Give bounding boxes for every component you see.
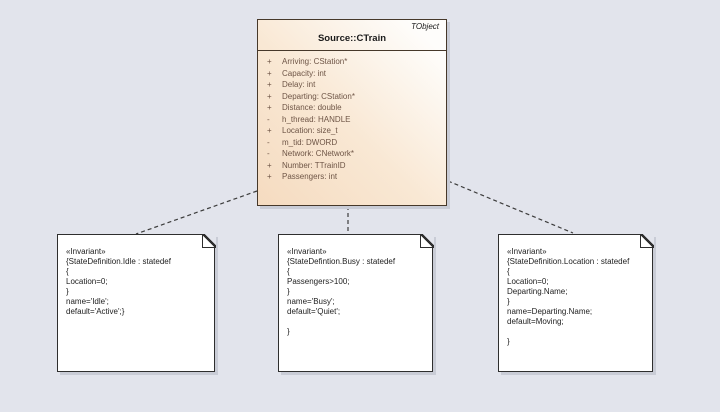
note-stereotype: «Invariant» (287, 247, 327, 256)
attribute-row[interactable]: + Passengers: int (264, 171, 440, 183)
note-body: «Invariant» {StateDefintion.Busy : state… (279, 235, 432, 337)
attribute-row[interactable]: + Delay: int (264, 79, 440, 91)
note-line: default=Moving; (507, 317, 564, 326)
connector-class-to-note-idle[interactable] (135, 190, 258, 235)
note-lines: {StateDefinition.Idle : statedef{Locatio… (66, 257, 208, 317)
attribute-text: Departing: CStation* (282, 91, 355, 101)
note-invariant-location[interactable]: «Invariant» {StateDefinition.Location : … (498, 233, 654, 372)
note-line: Departing.Name; (507, 287, 568, 296)
note-stereotype: «Invariant» (66, 247, 106, 256)
class-element-source-ctrain[interactable]: TObject Source::CTrain + Arriving: CStat… (257, 19, 447, 206)
note-invariant-busy[interactable]: «Invariant» {StateDefintion.Busy : state… (278, 233, 434, 372)
attribute-row[interactable]: + Distance: double (264, 102, 440, 114)
class-stereotype: TObject (411, 22, 439, 31)
note-line: {StateDefintion.Busy : statedef (287, 257, 396, 266)
attribute-text: Capacity: int (282, 68, 327, 78)
folded-corner-icon (201, 233, 216, 248)
class-header: TObject Source::CTrain (258, 20, 446, 51)
note-line: { (287, 267, 290, 276)
note-line: {StateDefinition.Idle : statedef (66, 257, 171, 266)
note-line: } (287, 327, 290, 336)
note-line: name=Departing.Name; (507, 307, 593, 316)
visibility-marker: - (267, 149, 270, 158)
attribute-text: Network: CNetwork* (282, 149, 355, 158)
visibility-marker: + (267, 91, 272, 101)
note-line (287, 317, 426, 327)
note-line (507, 327, 646, 337)
note-stereotype: «Invariant» (507, 247, 547, 256)
note-line: } (507, 337, 510, 346)
attribute-row[interactable]: + Number: TTrainID (264, 160, 440, 172)
folded-corner-icon (419, 233, 434, 248)
note-invariant-idle[interactable]: «Invariant» {StateDefinition.Idle : stat… (57, 233, 216, 372)
note-line: Passengers>100; (287, 277, 350, 286)
visibility-marker: + (267, 80, 272, 89)
note-line: name='Busy'; (287, 297, 335, 306)
attribute-text: Delay: int (282, 80, 316, 89)
note-line: } (287, 287, 290, 296)
visibility-marker: + (267, 172, 272, 181)
note-line: default='Quiet'; (287, 307, 341, 316)
visibility-marker: + (267, 103, 272, 112)
note-body: «Invariant» {StateDefinition.Idle : stat… (58, 235, 214, 317)
attribute-text: Distance: double (282, 103, 342, 112)
note-line: { (507, 267, 510, 276)
attribute-row[interactable]: - h_thread: HANDLE (264, 114, 440, 126)
note-line: {StateDefinition.Location : statedef (507, 257, 630, 266)
visibility-marker: + (267, 126, 272, 135)
note-line: name='Idle'; (66, 297, 109, 306)
attribute-text: Location: size_t (282, 126, 338, 135)
visibility-marker: + (267, 68, 272, 78)
note-line: Location=0; (66, 277, 108, 286)
visibility-marker: + (267, 57, 272, 66)
note-line: Location=0; (507, 277, 549, 286)
attribute-row[interactable]: - Network: CNetwork* (264, 148, 440, 160)
attribute-row[interactable]: + Capacity: int (264, 68, 440, 80)
attribute-row[interactable]: + Arriving: CStation* (264, 56, 440, 68)
attribute-text: m_tid: DWORD (282, 137, 338, 147)
note-line: { (66, 267, 69, 276)
attribute-text: Arriving: CStation* (282, 57, 348, 66)
note-line: } (507, 297, 510, 306)
note-line: } (66, 287, 69, 296)
visibility-marker: - (267, 137, 270, 147)
attribute-compartment: + Arriving: CStation* + Capacity: int + … (258, 51, 446, 183)
attribute-row[interactable]: + Departing: CStation* (264, 91, 440, 103)
attribute-text: Passengers: int (282, 172, 338, 181)
attribute-text: Number: TTrainID (282, 160, 346, 170)
attribute-row[interactable]: + Location: size_t (264, 125, 440, 137)
note-lines: {StateDefintion.Busy : statedef{Passenge… (287, 257, 426, 337)
attribute-row[interactable]: - m_tid: DWORD (264, 137, 440, 149)
note-lines: {StateDefinition.Location : statedef{Loc… (507, 257, 646, 347)
note-body: «Invariant» {StateDefinition.Location : … (499, 235, 652, 347)
note-line: default='Active';} (66, 307, 125, 316)
visibility-marker: + (267, 160, 272, 170)
connector-class-to-note-location[interactable] (447, 180, 574, 234)
visibility-marker: - (267, 114, 270, 124)
attribute-text: h_thread: HANDLE (282, 114, 351, 124)
folded-corner-icon (639, 233, 654, 248)
class-name: Source::CTrain (317, 33, 387, 44)
